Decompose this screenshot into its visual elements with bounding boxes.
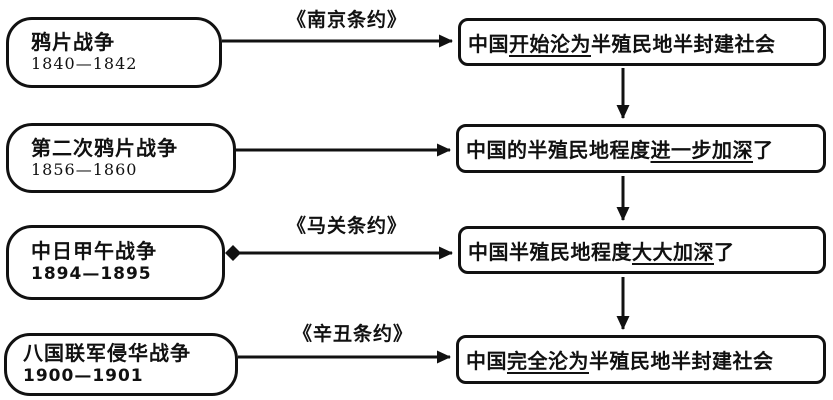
outcome-text: 中国 <box>466 349 507 373</box>
outcome-text: 了 <box>753 138 774 162</box>
war-name: 中日甲午战争 <box>31 239 157 264</box>
outcome-box-begin-semi-colonial: 中国开始沦为半殖民地半封建社会 <box>458 18 826 66</box>
war-years: 1840—1842 <box>31 54 138 74</box>
war-years: 1856—1860 <box>31 159 138 179</box>
outcome-emphasis: 开始沦为 <box>509 31 591 56</box>
war-years: 1900—1901 <box>23 366 144 387</box>
treaty-label-maguan: 《马关条约》 <box>286 215 407 237</box>
war-name: 八国联军侵华战争 <box>23 341 191 366</box>
outcome-text: 中国 <box>468 31 509 56</box>
outcome-box-greatly-deepened: 中国半殖民地程度大大加深了 <box>458 226 826 274</box>
outcome-box-further-deepened: 中国的半殖民地程度进一步加深了 <box>456 124 826 173</box>
outcome-text: 半殖民地半封建社会 <box>591 31 776 56</box>
treaty-label-nanjing: 《南京条约》 <box>286 9 407 31</box>
war-box-jiawu-war: 中日甲午战争 1894—1895 <box>6 225 225 300</box>
war-name: 第二次鸦片战争 <box>31 135 178 160</box>
treaty-label-xinchou: 《辛丑条约》 <box>292 323 413 345</box>
outcome-emphasis: 完全沦为 <box>507 349 589 373</box>
outcome-emphasis: 大大加深 <box>632 239 714 264</box>
war-box-second-opium-war: 第二次鸦片战争 1856—1860 <box>6 123 236 193</box>
outcome-box-completely-semi-colonial: 中国完全沦为半殖民地半封建社会 <box>456 335 826 384</box>
outcome-text: 中国的半殖民地程度 <box>466 138 651 162</box>
war-box-eight-nation-alliance: 八国联军侵华战争 1900—1901 <box>4 333 238 396</box>
war-name: 鸦片战争 <box>31 30 115 55</box>
outcome-text: 中国半殖民地程度 <box>468 239 632 264</box>
diamond-connector <box>225 245 241 261</box>
war-years: 1894—1895 <box>31 264 152 285</box>
outcome-text: 了 <box>714 239 735 264</box>
outcome-text: 半殖民地半封建社会 <box>589 349 774 373</box>
outcome-emphasis: 进一步加深 <box>650 138 753 162</box>
war-box-opium-war: 鸦片战争 1840—1842 <box>6 17 222 88</box>
